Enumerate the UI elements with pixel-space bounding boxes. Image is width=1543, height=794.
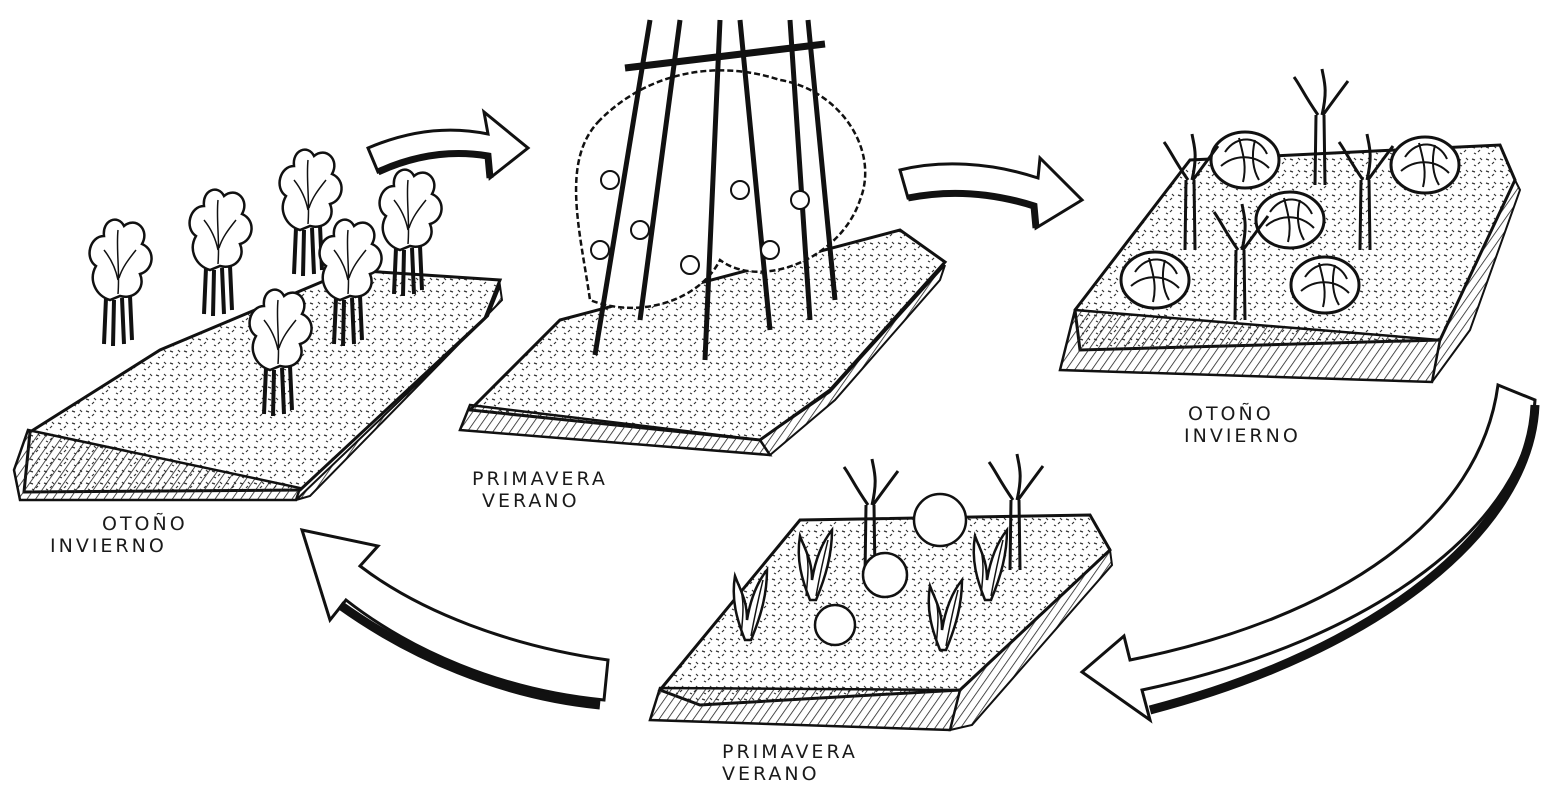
bed-3-season-label: OTOÑO INVIERNO [1188, 403, 1301, 447]
bed-2-season-label: PRIMAVERA VERANO [472, 468, 608, 512]
garden-bed-2 [460, 20, 945, 455]
garden-bed-3 [1060, 69, 1520, 382]
garden-bed-4 [650, 454, 1112, 730]
bed-4-label-line1: PRIMAVERA [722, 741, 858, 763]
garden-bed-1 [14, 150, 502, 500]
bed-4-season-label: PRIMAVERA VERANO [722, 741, 858, 785]
bed-1-label-line2: INVIERNO [50, 535, 188, 557]
bed-4-label-line2: VERANO [722, 763, 858, 785]
bed-1-label-line1: OTOÑO [50, 513, 188, 535]
cycle-arrow-icon [900, 158, 1082, 228]
cycle-arrow-icon [302, 530, 608, 705]
bed-2-label-line1: PRIMAVERA [472, 468, 608, 490]
bed-2-label-line2: VERANO [472, 490, 608, 512]
bed-3-label-line1: OTOÑO [1188, 403, 1301, 425]
cycle-arrow-icon [1082, 385, 1535, 720]
bed-1-season-label: OTOÑO INVIERNO [50, 513, 188, 557]
cycle-arrow-icon [368, 112, 528, 178]
bed-3-label-line2: INVIERNO [1184, 425, 1301, 447]
